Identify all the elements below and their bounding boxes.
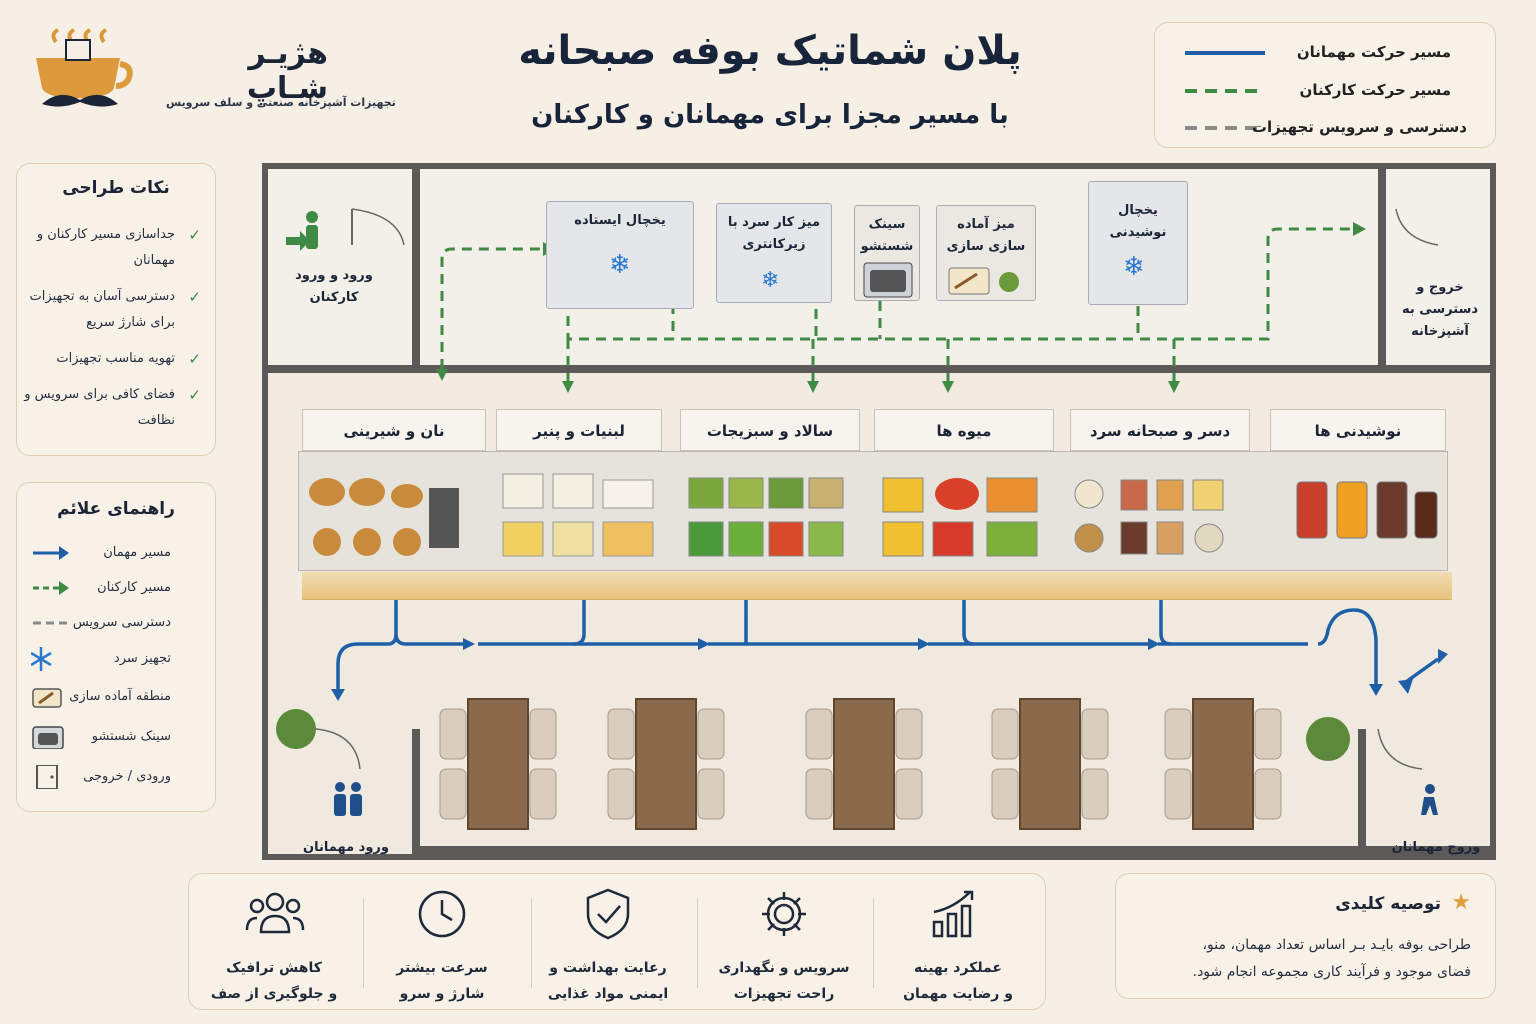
key-prep-area: منطقه آماده سازی xyxy=(21,683,201,711)
key-sink: سینک شستشو xyxy=(21,723,201,751)
check-icon: ✓ xyxy=(188,386,201,404)
guest-exit-walker-icon xyxy=(1421,784,1438,815)
recommendation-heading: توصیه کلیدی xyxy=(1335,894,1441,914)
snowflake-icon: ❄ xyxy=(761,268,780,293)
tip-item: ✓جداسازی مسیر کارکنان و مهمانان xyxy=(21,222,201,274)
users-icon xyxy=(245,892,305,934)
snowflake-icon: ❄ xyxy=(1123,252,1145,282)
station-drinks: نوشیدنی ها xyxy=(1270,409,1446,451)
dining-tables xyxy=(439,698,1282,830)
legend-staff-path: مسیر حرکت کارکنان xyxy=(1299,81,1451,99)
legend-service-path: دسترسی و سرویس تجهیزات xyxy=(1251,118,1467,136)
design-tips-card: نکات طراحی ✓جداسازی مسیر کارکنان و مهمان… xyxy=(16,163,216,456)
drink-fridge: یخچال نوشیدنی ❄ xyxy=(1088,181,1188,305)
key-guest-path: مسیر مهمان xyxy=(21,539,201,567)
staff-exit-label: خروج و دسترسی به آشپزخانه xyxy=(1401,280,1479,339)
legend-guest-path: مسیر حرکت مهمانان xyxy=(1296,43,1451,61)
growth-chart-icon xyxy=(932,890,974,938)
divider xyxy=(531,898,532,988)
floor-plan-drawing xyxy=(268,169,1490,854)
clock-icon xyxy=(418,890,466,938)
station-fruits: میوه ها xyxy=(874,409,1054,451)
key-service-access: دسترسی سرویس xyxy=(21,609,201,637)
counter-light-strip xyxy=(302,572,1452,600)
design-tips-heading: نکات طراحی xyxy=(62,178,170,198)
tip-item: ✓تهویه مناسب تجهیزات xyxy=(21,346,201,372)
station-bread-pastry: نان و شیرینی xyxy=(302,409,486,451)
path-legend: مسیر حرکت مهمانان مسیر حرکت کارکنان دستر… xyxy=(1154,22,1496,148)
check-icon: ✓ xyxy=(188,226,201,244)
symbol-key-card: راهنمای علائم مسیر مهمان مسیر کارکنان دس… xyxy=(16,482,216,812)
recommendation-text: طراحی بوفه بایـد بـر اساس تعداد مهمان، م… xyxy=(1192,937,1471,980)
key-door: ورودی / خروجی xyxy=(21,763,201,791)
snowflake-icon: ❄ xyxy=(609,250,631,280)
station-dairy-cheese: لبنیات و پنیر xyxy=(496,409,662,451)
buffet-counter xyxy=(298,451,1448,571)
tip-item: ✓دسترسی آسان به تجهیزات برای شارژ سریع xyxy=(21,284,201,336)
snowflake-icon xyxy=(31,647,52,671)
prep-table: میز آماده سازی سازی xyxy=(936,205,1036,301)
divider xyxy=(697,898,698,988)
sink-icon xyxy=(32,726,64,749)
gear-icon xyxy=(762,892,806,936)
star-icon: ★ xyxy=(1451,890,1471,915)
prep-board-icon xyxy=(32,688,62,708)
station-salad-vegetables: سالاد و سبزیجات xyxy=(680,409,860,451)
sink-icon xyxy=(863,262,913,298)
brand-tagline: تجهیزات آشپزخانه صنعتی و سلف سرویس xyxy=(166,96,396,109)
floor-plan: ورود و ورود کارکنان خروج و دسترسی به آشپ… xyxy=(262,163,1496,860)
green-dashed-arrow-icon xyxy=(33,581,69,595)
page-title: پلان شماتیک بوفه صبحانه xyxy=(518,28,1022,74)
divider xyxy=(363,898,364,988)
path-legend-lines xyxy=(1185,51,1265,130)
page-subtitle: با مسیر مجزا برای مهمانان و کارکنان xyxy=(531,100,1009,130)
gray-dash-icon xyxy=(33,621,67,625)
guest-exit-label: وروج مهمانان xyxy=(1391,840,1481,855)
guest-entry-people-icon xyxy=(334,782,362,816)
symbol-key-heading: راهنمای علائم xyxy=(57,499,175,519)
cold-worktable: میز کار سرد با زیرکانتری ❄ xyxy=(716,203,832,303)
staff-entry-person-icon xyxy=(286,211,318,251)
staff-entry-label: ورود و ورود کارکنان xyxy=(295,268,373,305)
brand-logo: هژیـر شـاپ تجهیزات آشپزخانه صنعتی و سلف … xyxy=(28,28,396,118)
check-icon: ✓ xyxy=(188,350,201,368)
upright-fridge: یخچال ایستاده ❄ xyxy=(546,201,694,309)
tip-item: ✓فضای کافی برای سرویس و نظافت xyxy=(21,382,201,434)
divider xyxy=(873,898,874,988)
brand-name: هژیـر شـاپ xyxy=(246,36,328,106)
cup-mustache-logo-icon xyxy=(36,28,133,107)
key-cold-equipment: تجهیز سرد xyxy=(21,645,201,673)
check-icon: ✓ xyxy=(188,288,201,306)
buffet-food-display xyxy=(309,473,1438,557)
benefits-card xyxy=(188,873,1046,1010)
wash-sink: سینک شستشو xyxy=(854,205,920,301)
key-staff-path: مسیر کارکنان xyxy=(21,574,201,602)
guest-entry-label: ورود مهمانان xyxy=(303,840,389,855)
shield-check-icon xyxy=(586,888,630,940)
prep-board-icon xyxy=(948,267,1019,295)
door-icon xyxy=(36,765,58,789)
recommendation-card: ★ توصیه کلیدی طراحی بوفه بایـد بـر اساس … xyxy=(1115,873,1496,999)
blue-arrow-icon xyxy=(33,546,69,560)
station-dessert-cold-breakfast: دسر و صبحانه سرد xyxy=(1070,409,1250,451)
